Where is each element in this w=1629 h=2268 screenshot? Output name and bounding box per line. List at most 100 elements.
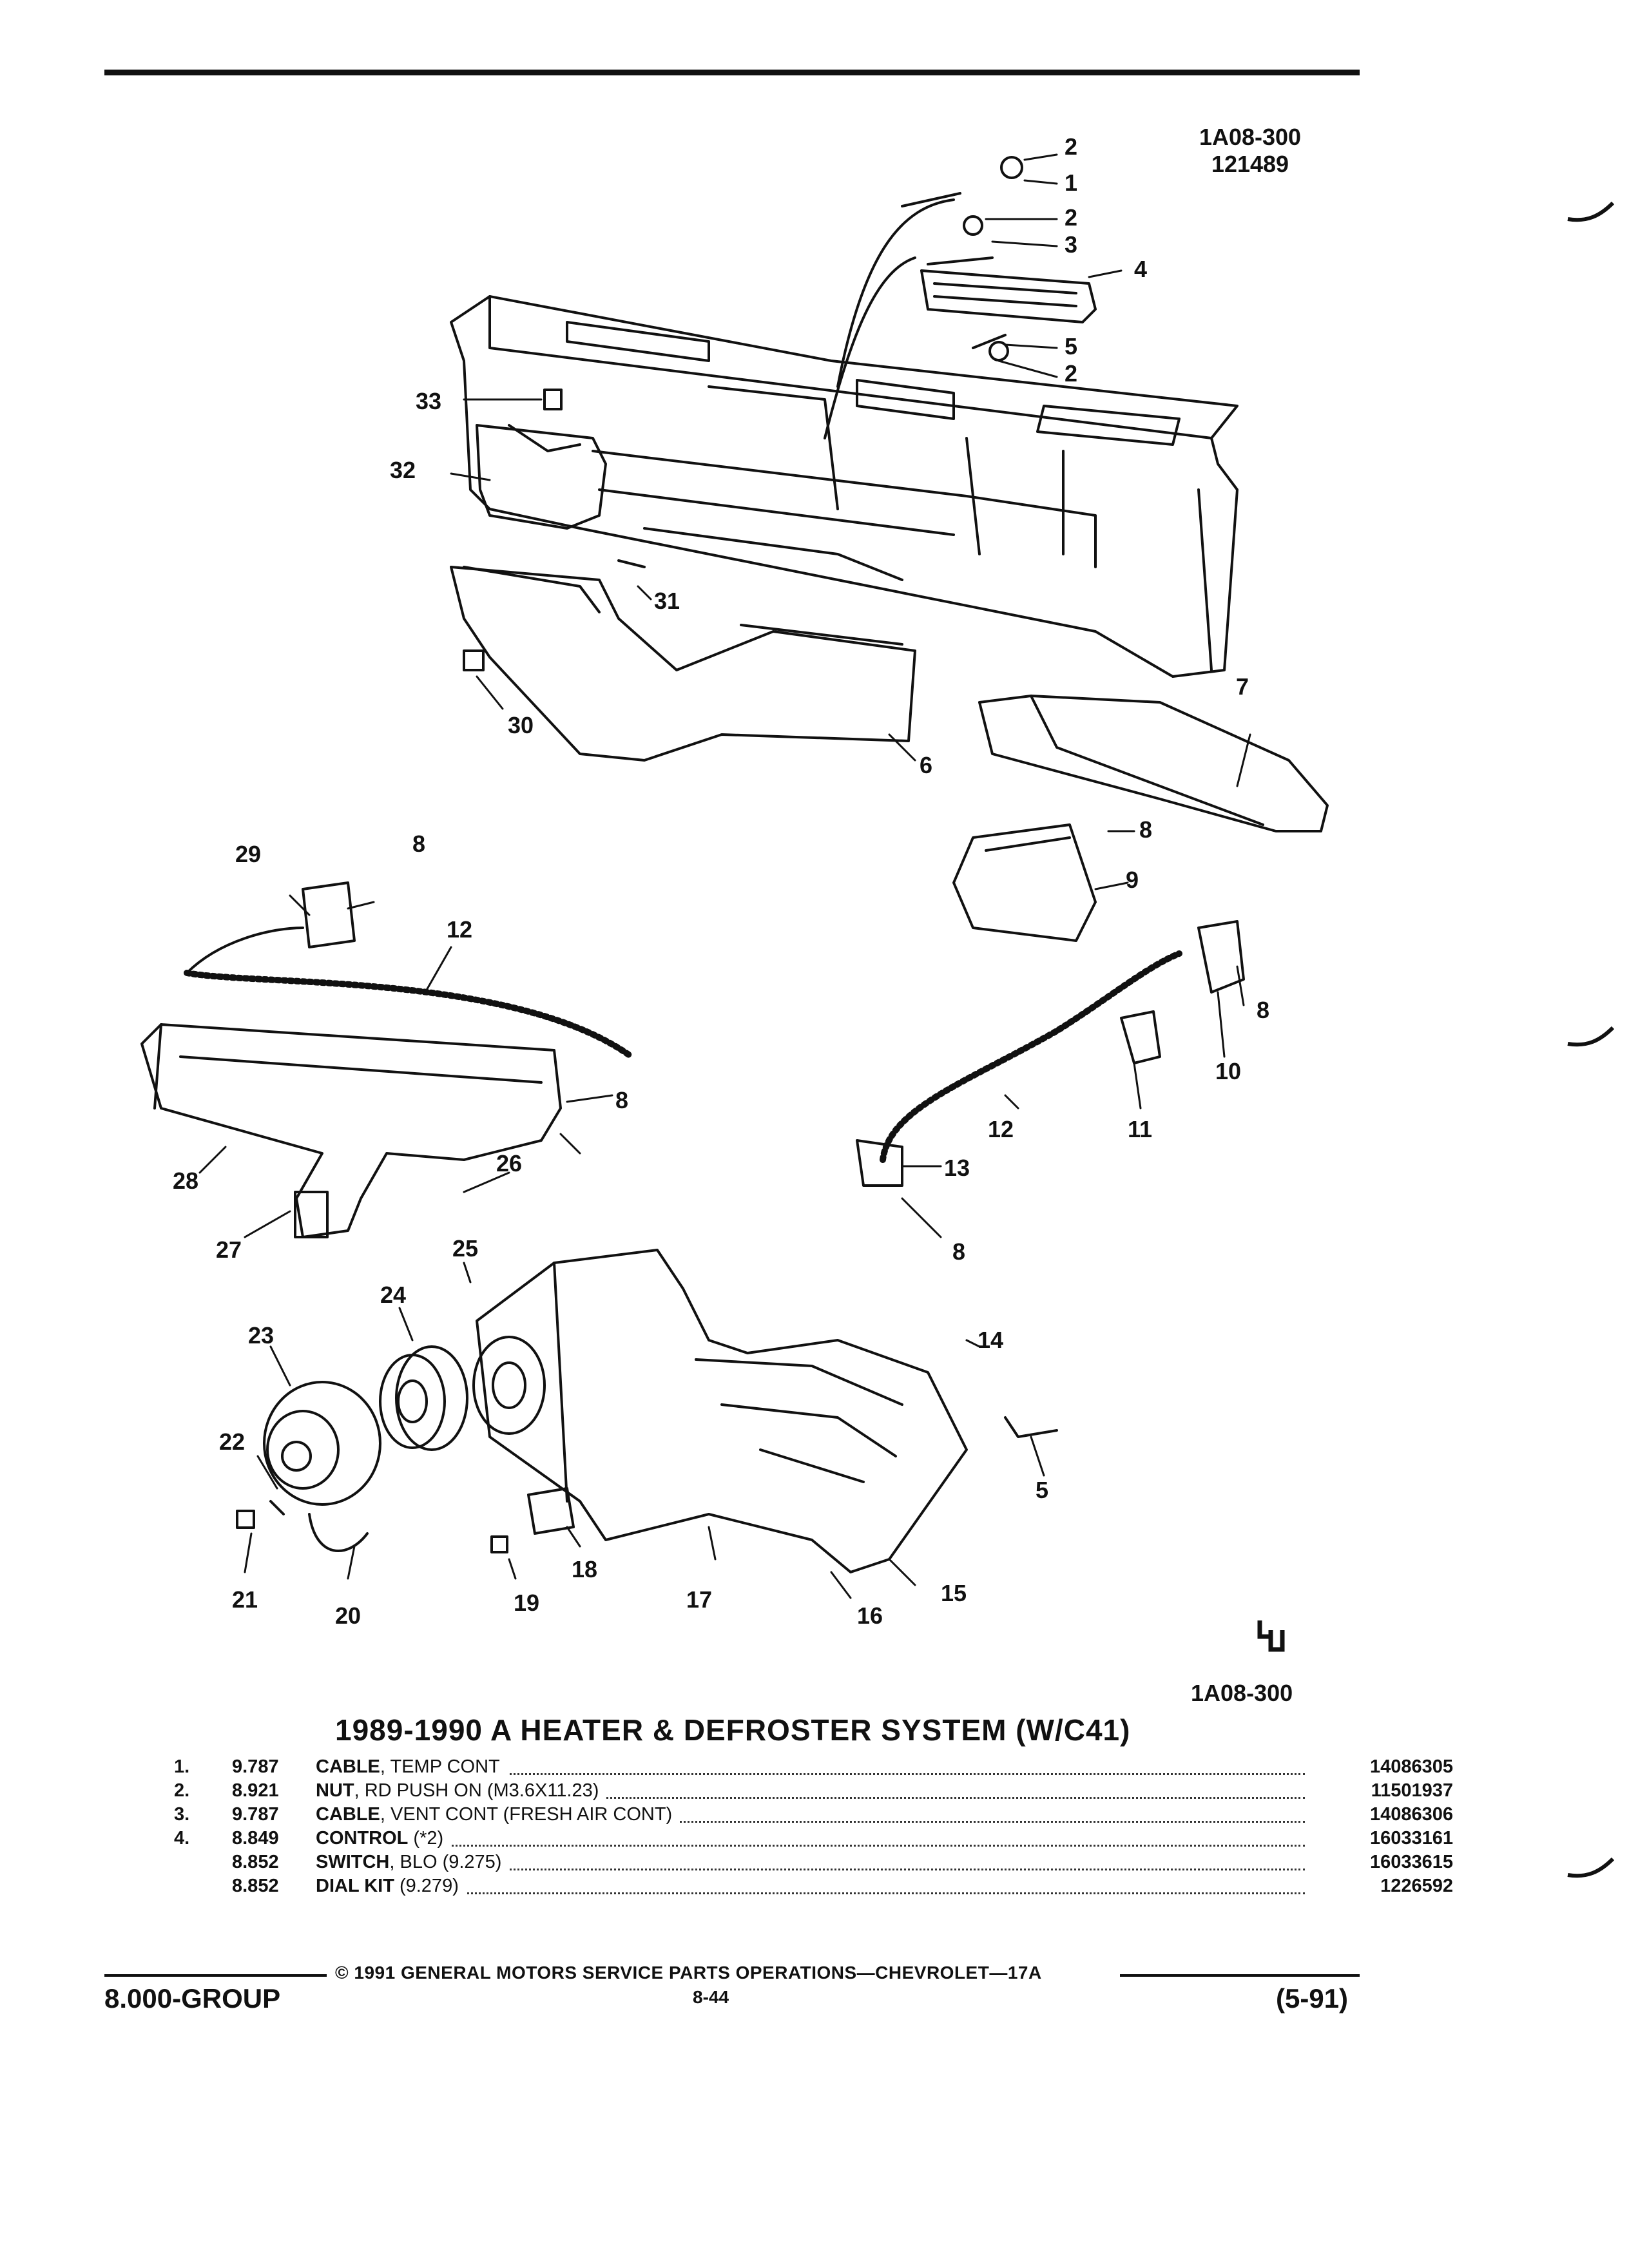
small-parts-illustration [236, 1416, 1058, 1553]
part-ref-number: 3. [174, 1804, 190, 1825]
module-9-illustration [952, 823, 1097, 942]
binder-mark-top [1567, 201, 1615, 222]
callout-28: 28 [173, 1168, 198, 1194]
part-ref-number: 1. [174, 1756, 190, 1777]
callout-20: 20 [335, 1602, 361, 1629]
part-catalog-level: 9.787 [232, 1756, 279, 1777]
callout-17: 17 [686, 1586, 712, 1613]
callout-12b: 12 [988, 1116, 1014, 1142]
part-name: CABLE [316, 1804, 380, 1825]
part-number: 14086306 [1369, 1804, 1453, 1825]
top-rule [104, 70, 1360, 75]
control-cables-illustration [824, 192, 994, 439]
part-spec: , BLO (9.275) [389, 1852, 502, 1872]
binder-mark-middle [1567, 1026, 1615, 1047]
parts-row: 8.852 SWITCH, BLO (9.275) 16033615 [174, 1852, 1453, 1876]
part-catalog-level: 8.921 [232, 1780, 279, 1801]
callout-27: 27 [216, 1236, 242, 1263]
callout-16: 16 [857, 1602, 883, 1629]
part-ref-number: 4. [174, 1828, 190, 1849]
part-description: CABLE, VENT CONT (FRESH AIR CONT) [316, 1804, 1305, 1828]
blower-motor-illustration [263, 1381, 381, 1506]
callout-6: 6 [920, 752, 932, 778]
callout-22: 22 [219, 1428, 245, 1455]
part-spec: (9.279) [394, 1876, 459, 1896]
callout-15: 15 [941, 1580, 967, 1606]
callout-7: 7 [1236, 673, 1249, 700]
callout-10: 10 [1215, 1058, 1241, 1084]
defroster-duct-illustration [450, 559, 916, 762]
part-catalog-level: 8.852 [232, 1876, 279, 1896]
part-spec: , RD PUSH ON (M3.6X11.23) [354, 1780, 599, 1801]
part-ref-number: 2. [174, 1780, 190, 1801]
callout-12a: 12 [447, 916, 472, 943]
left-duct-illustration [140, 881, 635, 1238]
gm-logo-mark [1257, 1620, 1285, 1652]
callout-33: 33 [416, 388, 441, 414]
callout-9: 9 [1126, 867, 1139, 893]
callout-8a: 8 [1139, 816, 1152, 843]
part-name: NUT [316, 1780, 354, 1801]
callout-30: 30 [508, 712, 534, 738]
callout-21: 21 [232, 1586, 258, 1613]
part-name: SWITCH [316, 1852, 390, 1872]
part-spec: , TEMP CONT [380, 1756, 500, 1777]
callout-8e: 8 [615, 1087, 628, 1113]
diagram-footer-code: 1A08-300 [1191, 1680, 1293, 1706]
part-description: DIAL KIT (9.279) [316, 1876, 1305, 1899]
footer-rule-left [104, 1974, 327, 1977]
part-description: NUT, RD PUSH ON (M3.6X11.23) [316, 1780, 1305, 1804]
parts-row: 3. 9.787 CABLE, VENT CONT (FRESH AIR CONT)… [174, 1804, 1453, 1828]
callout-31: 31 [654, 588, 680, 614]
part-ref-number [174, 1876, 232, 1899]
side-duct-illustration [978, 695, 1329, 832]
callout-18: 18 [572, 1556, 597, 1582]
part-description: CONTROL (*2) [316, 1828, 1305, 1852]
callout-labels: 2 1 2 3 4 5 2 33 32 31 30 6 7 8 9 29 8 1… [173, 133, 1269, 1629]
callout-25: 25 [452, 1235, 478, 1262]
footer-group: 8.000-GROUP [104, 1983, 281, 2013]
callout-23: 23 [248, 1322, 274, 1349]
exploded-parts-diagram: 2 1 2 3 4 5 2 33 32 31 30 6 7 8 9 29 8 1… [140, 133, 1329, 1706]
part-catalog-level: 9.787 [232, 1804, 279, 1825]
callout-5b: 5 [1036, 1477, 1048, 1503]
heater-control-illustration [920, 156, 1097, 361]
callout-3: 3 [1065, 231, 1077, 258]
callout-29: 29 [235, 841, 261, 867]
glove-box-illustration [476, 389, 607, 530]
parts-row: 1. 9.787 CABLE, TEMP CONT 14086305 [174, 1756, 1453, 1780]
part-name: CABLE [316, 1756, 380, 1777]
instrument-panel-illustration [450, 295, 1239, 678]
callout-5a: 5 [1065, 333, 1077, 360]
callout-24: 24 [380, 1282, 406, 1308]
diagram-date: 121489 [1211, 151, 1289, 177]
footer-rule-right [1120, 1974, 1360, 1977]
part-number: 11501937 [1371, 1780, 1453, 1801]
callout-4: 4 [1134, 256, 1147, 282]
parts-row: 4. 8.849 CONTROL (*2) 16033161 [174, 1828, 1453, 1852]
callout-1: 1 [1065, 169, 1077, 196]
diagram-code: 1A08-300 [1199, 124, 1302, 150]
callout-8b: 8 [412, 831, 425, 857]
part-number: 16033615 [1369, 1852, 1453, 1872]
heater-case-illustration [472, 1249, 968, 1573]
part-number: 14086305 [1369, 1756, 1453, 1777]
part-spec: (*2) [408, 1828, 444, 1849]
callout-2c: 2 [1065, 360, 1077, 387]
part-description: CABLE, TEMP CONT [316, 1756, 1305, 1780]
callout-13: 13 [944, 1155, 970, 1181]
binder-mark-bottom [1567, 1857, 1615, 1878]
diagram-id-block: 1A08-300 121489 [1179, 124, 1321, 178]
footer-revision-date: (5-91) [1276, 1983, 1349, 2013]
blower-wheel-illustration [379, 1345, 468, 1451]
part-catalog-level: 8.852 [232, 1852, 279, 1872]
part-name: CONTROL [316, 1828, 409, 1849]
part-catalog-level: 8.849 [232, 1828, 279, 1849]
part-number: 16033161 [1369, 1828, 1453, 1849]
part-name: DIAL KIT [316, 1876, 394, 1896]
right-hose-illustration [856, 920, 1245, 1187]
part-description: SWITCH, BLO (9.275) [316, 1852, 1305, 1876]
